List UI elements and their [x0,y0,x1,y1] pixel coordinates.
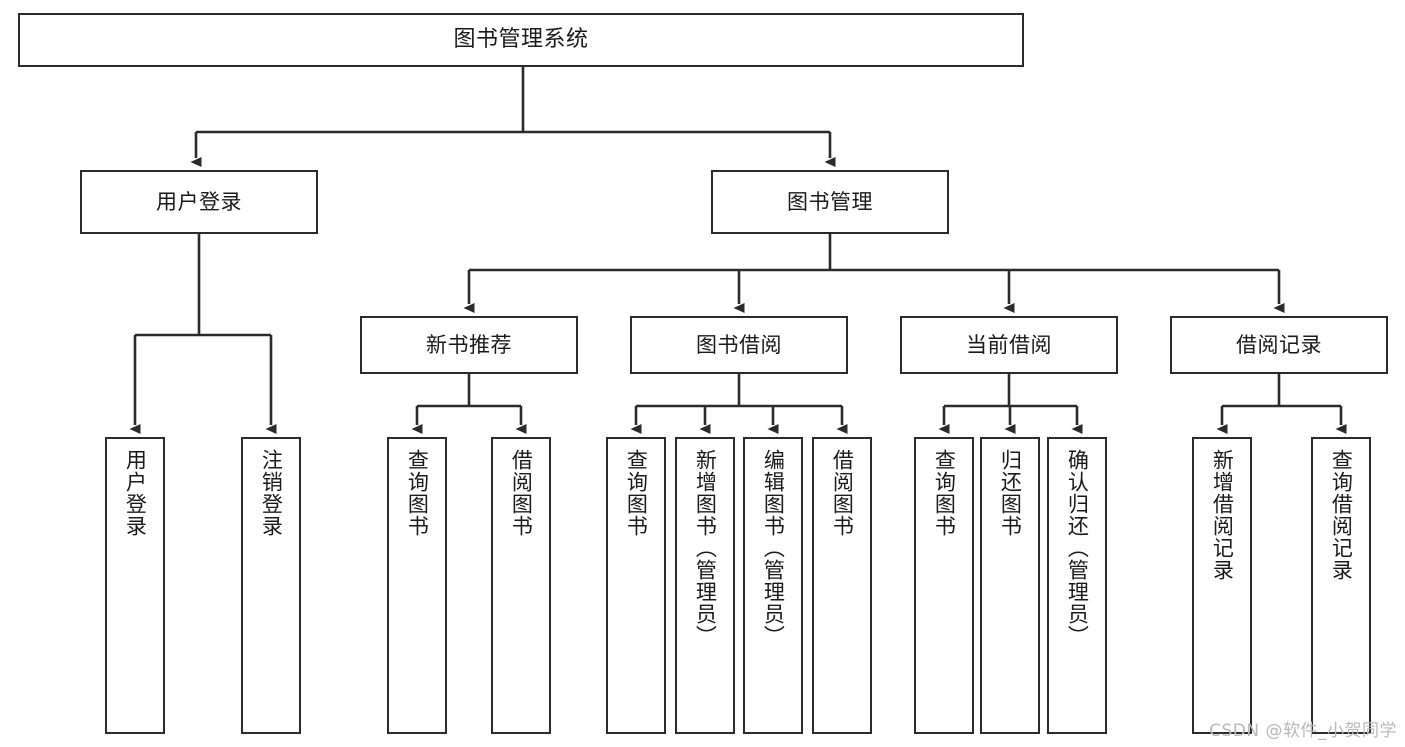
node-label: 新书推荐 [426,332,512,357]
leaf-new-book-query-book[interactable]: 查询图书 [387,437,447,734]
node-book-borrow[interactable]: 图书借阅 [630,316,848,374]
leaf-current-borrow-confirm-return-admin[interactable]: 确认归还（管理员） [1047,437,1107,734]
node-label: 用户登录 [123,449,148,537]
node-label: 归还图书 [998,449,1023,537]
leaf-user-login-logout[interactable]: 注销登录 [241,437,301,734]
node-label: 新增图书（管理员） [693,449,718,647]
node-label: 图书借阅 [696,332,782,357]
node-label: 当前借阅 [966,332,1052,357]
leaf-book-borrow-add-book-admin[interactable]: 新增图书（管理员） [675,437,735,734]
leaf-book-borrow-edit-book-admin[interactable]: 编辑图书（管理员） [743,437,803,734]
leaf-user-login-login[interactable]: 用户登录 [105,437,165,734]
node-label: 借阅图书 [509,449,534,537]
node-label: 图书管理系统 [453,27,589,53]
node-label: 查询图书 [624,449,649,537]
node-current-borrow[interactable]: 当前借阅 [900,316,1118,374]
leaf-new-book-borrow-book[interactable]: 借阅图书 [491,437,551,734]
node-borrow-record[interactable]: 借阅记录 [1170,316,1388,374]
leaf-borrow-record-add-record[interactable]: 新增借阅记录 [1192,437,1252,734]
node-label: 编辑图书（管理员） [761,449,786,647]
leaf-book-borrow-borrow-book[interactable]: 借阅图书 [812,437,872,734]
node-label: 图书管理 [787,189,873,214]
node-label: 新增借阅记录 [1210,449,1235,581]
node-root-book-management-system[interactable]: 图书管理系统 [18,13,1024,67]
node-label: 查询图书 [932,449,957,537]
leaf-borrow-record-query-record[interactable]: 查询借阅记录 [1311,437,1371,734]
node-label: 注销登录 [259,449,284,537]
node-label: 借阅图书 [830,449,855,537]
node-user-login[interactable]: 用户登录 [80,170,318,234]
leaf-book-borrow-query-book[interactable]: 查询图书 [606,437,666,734]
node-label: 确认归还（管理员） [1065,449,1090,647]
node-label: 用户登录 [156,189,242,214]
node-label: 查询借阅记录 [1329,449,1354,581]
leaf-current-borrow-return-book[interactable]: 归还图书 [980,437,1040,734]
node-label: 查询图书 [405,449,430,537]
csdn-watermark: CSDN @软件_小贺同学 [1209,721,1397,741]
node-book-management[interactable]: 图书管理 [711,170,949,234]
node-new-book-recommend[interactable]: 新书推荐 [360,316,578,374]
node-label: 借阅记录 [1236,332,1322,357]
leaf-current-borrow-query-book[interactable]: 查询图书 [914,437,974,734]
